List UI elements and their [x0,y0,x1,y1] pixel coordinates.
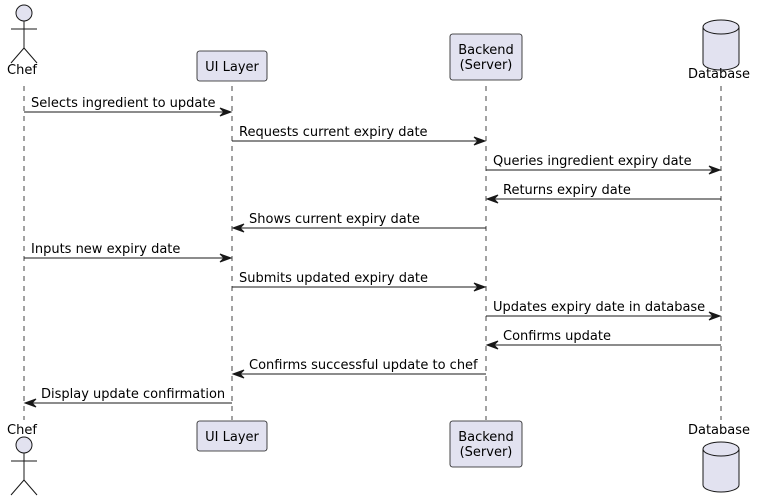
arrowhead-icon [485,340,499,350]
actor-icon [10,4,38,64]
arrowhead-icon [485,194,499,204]
message-2: Requests current expiry date [232,125,487,146]
participant-label: Database [688,67,750,82]
message-label: Requests current expiry date [239,125,428,140]
participant-label: Backend [458,43,514,58]
participant-label: Chef [7,63,37,78]
participant-ui-bottom: UI Layer [196,420,268,452]
arrowhead-icon [708,311,722,321]
message-label: Submits updated expiry date [239,271,428,286]
database-icon [702,441,740,493]
participant-box [449,420,523,468]
message-8: Updates expiry date in database [486,300,722,321]
message-label: Display update confirmation [41,387,225,402]
arrowhead-icon [473,282,487,292]
actor-icon [10,436,38,496]
participant-box [196,50,268,82]
message-11: Display update confirmation [23,387,232,408]
message-4: Returns expiry date [485,183,721,204]
participant-box [449,33,523,81]
message-10: Confirms successful update to chef [231,358,486,379]
message-label: Shows current expiry date [249,212,420,227]
database-icon [702,19,740,71]
message-label: Updates expiry date in database [493,300,705,315]
participant-db-bottom: Database [688,423,750,493]
message-6: Inputs new expiry date [24,242,233,263]
message-label: Confirms update [503,329,611,344]
arrowhead-icon [231,223,245,233]
arrowhead-icon [219,107,233,117]
participant-box [196,420,268,452]
message-3: Queries ingredient expiry date [486,154,722,175]
arrowhead-icon [23,398,37,408]
participant-label: UI Layer [205,430,259,445]
message-5: Shows current expiry date [231,212,486,233]
participant-label: (Server) [460,445,513,460]
message-1: Selects ingredient to update [24,96,233,117]
participant-chef-top: Chef [7,4,38,78]
participant-db-top: Database [688,19,750,82]
participant-label: Database [688,423,750,438]
message-label: Selects ingredient to update [31,96,216,111]
arrowhead-icon [231,369,245,379]
message-label: Returns expiry date [503,183,631,198]
participant-backend-top: Backend(Server) [449,33,523,81]
participant-label: UI Layer [205,60,259,75]
arrowhead-icon [219,253,233,263]
participant-label: (Server) [460,58,513,73]
message-7: Submits updated expiry date [232,271,487,292]
participant-ui-top: UI Layer [196,50,268,82]
participant-label: Backend [458,430,514,445]
participant-backend-bottom: Backend(Server) [449,420,523,468]
message-label: Queries ingredient expiry date [493,154,692,169]
message-label: Inputs new expiry date [31,242,180,257]
participant-label: Chef [7,423,37,438]
participant-chef-bottom: Chef [7,423,38,496]
arrowhead-icon [708,165,722,175]
message-label: Confirms successful update to chef [249,358,478,373]
message-9: Confirms update [485,329,721,350]
arrowhead-icon [473,136,487,146]
